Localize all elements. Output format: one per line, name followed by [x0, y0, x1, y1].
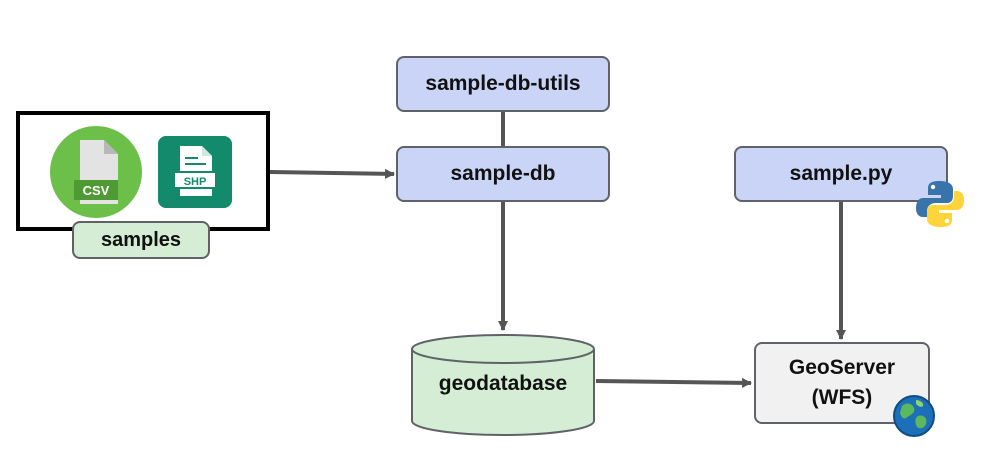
sample-db-label: sample-db	[450, 162, 556, 185]
geoserver-node: GeoServer (WFS)	[754, 342, 930, 424]
geodatabase-cylinder	[411, 334, 595, 436]
geoserver-globe-icon	[893, 395, 935, 437]
sample-py-label: sample.py	[789, 162, 893, 185]
samples-node: samples	[72, 221, 210, 259]
python-logo-icon	[916, 181, 964, 227]
shp-icon-text: SHP	[184, 176, 207, 188]
csv-file-icon: CSV	[50, 126, 142, 218]
geoserver-subtitle: (WFS)	[811, 386, 873, 409]
sample-db-node: sample-db	[396, 146, 610, 202]
geoserver-label: GeoServer	[788, 356, 896, 379]
edge-geodatabase-to-geoserver	[595, 377, 752, 388]
shp-file-icon: SHP	[158, 136, 232, 208]
geodatabase-label: geodatabase	[438, 372, 568, 395]
samples-label: samples	[100, 228, 182, 251]
csv-icon-text: CSV	[83, 183, 110, 198]
sample-db-utils-label: sample-db-utils	[425, 72, 581, 95]
edge-samples-to-sample-db	[269, 168, 395, 179]
sample-py-node: sample.py	[734, 146, 948, 202]
sample-db-utils-node: sample-db-utils	[396, 56, 610, 112]
